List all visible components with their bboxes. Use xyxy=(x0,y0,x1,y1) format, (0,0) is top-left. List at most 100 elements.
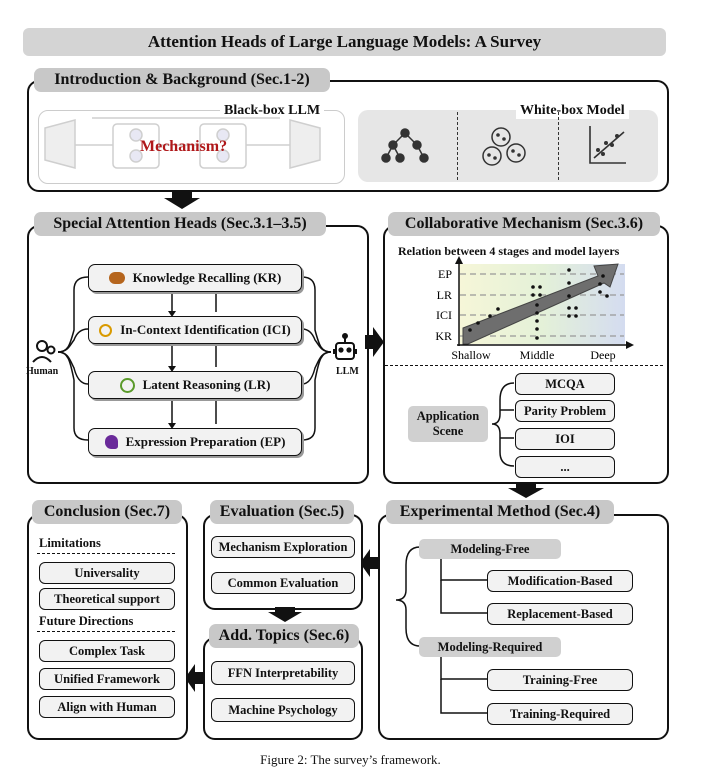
whitebox-divider xyxy=(558,112,559,180)
chart-dot xyxy=(535,311,539,315)
conclusion-title: Conclusion (Sec.7) xyxy=(32,500,182,524)
chart-dot xyxy=(567,314,571,318)
application-scene-tag: Application Scene xyxy=(408,406,488,442)
chart-dot xyxy=(476,321,480,325)
evaluation-title: Evaluation (Sec.5) xyxy=(210,500,354,524)
chart-title: Relation between 4 stages and model laye… xyxy=(398,244,620,258)
chart-dot xyxy=(535,303,539,307)
blackbox-label: Black-box LLM xyxy=(220,103,325,119)
chart-dot xyxy=(598,290,602,294)
chart-x-tick-label: Middle xyxy=(520,348,555,362)
chart-dot xyxy=(598,282,602,286)
chart-x-tick-label: Deep xyxy=(590,348,615,362)
training-required-box: Training-Required xyxy=(487,703,633,725)
collab-divider xyxy=(385,365,663,366)
chart-dot xyxy=(531,285,535,289)
replacement-based-box: Replacement-Based xyxy=(487,603,633,625)
chart-y-tick-label: KR xyxy=(435,329,452,343)
chart-dot xyxy=(574,306,578,310)
speaking-head-icon xyxy=(104,435,118,449)
chart-dot xyxy=(531,293,535,297)
topics-panel xyxy=(203,637,363,740)
robot-icon xyxy=(333,333,357,360)
chart-dot xyxy=(538,293,542,297)
special-heads-title: Special Attention Heads (Sec.3.1–3.5) xyxy=(34,212,326,236)
ffn-interpretability-box: FFN Interpretability xyxy=(211,661,355,685)
whitebox-divider xyxy=(457,112,458,180)
chart-dot xyxy=(535,319,539,323)
application-more: ... xyxy=(515,456,615,478)
chart-dot xyxy=(567,294,571,298)
training-free-box: Training-Free xyxy=(487,669,633,691)
chart-dot xyxy=(468,328,472,332)
application-ioi: IOI xyxy=(515,428,615,450)
lightbulb-icon xyxy=(119,377,135,393)
chart-dot xyxy=(496,307,500,311)
stage-ici: In-Context Identification (ICI) xyxy=(88,316,302,344)
experimental-title: Experimental Method (Sec.4) xyxy=(386,500,614,524)
chart-y-tick-label: LR xyxy=(437,288,452,302)
stage-kr: Knowledge Recalling (KR) xyxy=(88,264,302,292)
chart-y-tick-label: ICI xyxy=(436,308,452,322)
chart-x-tick-label: Shallow xyxy=(451,348,491,362)
cluster-icon xyxy=(482,127,526,166)
human-label: Human xyxy=(26,366,59,377)
stage-lr: Latent Reasoning (LR) xyxy=(88,371,302,399)
theoretical-support-box: Theoretical support xyxy=(39,588,175,610)
align-with-human-box: Align with Human xyxy=(39,696,175,718)
chart-dot xyxy=(567,306,571,310)
stage-label: In-Context Identification (ICI) xyxy=(120,322,291,337)
whitebox-label: White-box Model xyxy=(516,103,629,119)
chart-y-tick-label: EP xyxy=(438,267,452,281)
future-divider xyxy=(37,631,175,632)
stage-ep: Expression Preparation (EP) xyxy=(88,428,302,456)
universality-box: Universality xyxy=(39,562,175,584)
stage-label: Latent Reasoning (LR) xyxy=(142,377,271,392)
chart-dot xyxy=(535,327,539,331)
figure-caption: Figure 2: The survey’s framework. xyxy=(260,752,441,767)
stage-label: Expression Preparation (EP) xyxy=(125,434,286,449)
limitations-divider xyxy=(37,553,175,554)
thought-bubble-icon xyxy=(108,272,125,284)
trend-arrow xyxy=(462,263,619,345)
scatter-plot-icon xyxy=(589,126,626,164)
page-title: Attention Heads of Large Language Models… xyxy=(23,28,666,56)
complex-task-box: Complex Task xyxy=(39,640,175,662)
future-directions-label: Future Directions xyxy=(39,614,134,628)
unified-framework-box: Unified Framework xyxy=(39,668,175,690)
human-icon xyxy=(32,340,56,363)
mechanism-exploration-box: Mechanism Exploration xyxy=(211,536,355,558)
limitations-label: Limitations xyxy=(39,536,101,550)
chart-dot xyxy=(567,281,571,285)
stage-label: Knowledge Recalling (KR) xyxy=(132,270,282,285)
magnifier-icon xyxy=(99,323,113,337)
llm-label: LLM xyxy=(336,366,359,377)
chart-dot xyxy=(605,294,609,298)
chart-dot xyxy=(538,285,542,289)
application-mcqa: MCQA xyxy=(515,373,615,395)
collab-title: Collaborative Mechanism (Sec.3.6) xyxy=(388,212,660,236)
tree-icon xyxy=(381,128,429,163)
mechanism-label: Mechanism? xyxy=(140,138,228,155)
modeling-free-tag: Modeling-Free xyxy=(419,539,561,559)
chart-dot xyxy=(535,336,539,340)
intro-title: Introduction & Background (Sec.1-2) xyxy=(34,68,330,92)
chart-dot xyxy=(574,314,578,318)
chart-dot xyxy=(601,274,605,278)
topics-title: Add. Topics (Sec.6) xyxy=(209,624,359,648)
chart-dot xyxy=(567,268,571,272)
application-parity: Parity Problem xyxy=(515,400,615,422)
chart-dot xyxy=(488,314,492,318)
modification-based-box: Modification-Based xyxy=(487,570,633,592)
